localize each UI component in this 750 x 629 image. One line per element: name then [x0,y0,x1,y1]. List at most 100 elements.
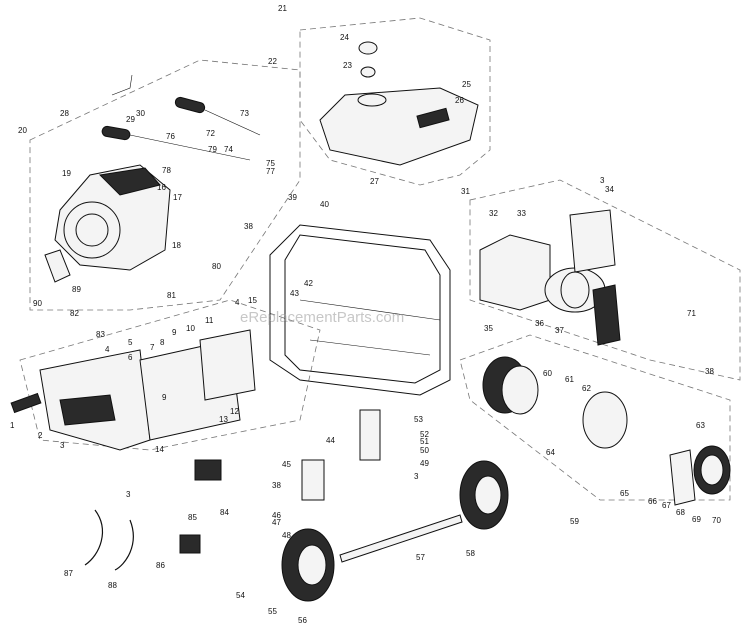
callout: 22 [268,57,277,66]
cables [84,509,201,571]
callout: 47 [272,518,281,527]
callout: 4 [105,345,110,354]
part-callouts: 1 2 3 3 3 3 4 4 5 6 7 8 9 9 10 11 12 13 … [10,4,721,625]
callout: 32 [489,209,498,218]
callout: 3 [126,490,131,499]
callout: 69 [692,515,701,524]
callout: 82 [70,309,79,318]
callout: 45 [282,460,291,469]
callout: 61 [565,375,574,384]
callout: 71 [687,309,696,318]
callout: 77 [266,167,275,176]
callout: 38 [705,367,714,376]
control-panel [10,329,256,481]
callout: 9 [172,328,177,337]
callout: 33 [517,209,526,218]
callout: 11 [205,316,214,325]
callout: 51 [420,437,429,446]
callout: 52 [420,430,429,439]
wheels [281,409,509,602]
callout: 20 [18,126,27,135]
callout: 31 [461,187,470,196]
callout: 42 [304,279,313,288]
callout: 53 [414,415,423,424]
callout: 62 [582,384,591,393]
callout: 8 [160,338,165,347]
callout: 44 [326,436,335,445]
callout: 40 [320,200,329,209]
callout: 50 [420,446,429,455]
callout: 3 [600,176,605,185]
callout: 56 [298,616,307,625]
callout: 67 [662,501,671,510]
watermark-text: eReplacementParts.com [240,309,404,326]
callout: 85 [188,513,197,522]
callout: 89 [72,285,81,294]
alternator [482,356,731,506]
callout: 63 [696,421,705,430]
fuel-tank [319,41,479,166]
callout: 21 [278,4,287,13]
callout: 3 [414,472,419,481]
callout: 75 [266,159,275,168]
muffler [479,209,621,346]
callout: 26 [455,96,464,105]
callout: 36 [535,319,544,328]
callout: 29 [126,115,135,124]
callout: 73 [240,109,249,118]
callout: 37 [555,326,564,335]
callout: 59 [570,517,579,526]
callout: 57 [416,553,425,562]
callout: 90 [33,299,42,308]
callout: 15 [248,296,257,305]
callout: 78 [162,166,171,175]
callout: 46 [272,511,281,520]
callout: 25 [462,80,471,89]
callout: 4 [235,298,240,307]
callout: 14 [155,445,164,454]
callout: 49 [420,459,429,468]
callout: 30 [136,109,145,118]
callout: 48 [282,531,291,540]
assembly-outlines [19,17,741,501]
callout: 68 [676,508,685,517]
callout: 24 [340,33,349,42]
callout: 9 [162,393,167,402]
callout: 6 [128,353,133,362]
callout: 5 [128,338,133,347]
callout: 54 [236,591,245,600]
frame [269,224,451,396]
callout: 38 [272,481,281,490]
handles [101,74,261,161]
callout: 12 [230,407,239,416]
callout: 55 [268,607,277,616]
callout: 76 [166,132,175,141]
callout: 66 [648,497,657,506]
callout: 79 [208,145,217,154]
callout: 7 [150,343,155,352]
callout: 72 [206,129,215,138]
callout: 88 [108,581,117,590]
callout: 43 [290,289,299,298]
callout: 39 [288,193,297,202]
callout: 2 [38,431,43,440]
engine [44,164,171,283]
callout: 83 [96,330,105,339]
callout: 23 [343,61,352,70]
callout: 27 [370,177,379,186]
callout: 80 [212,262,221,271]
callout: 81 [167,291,176,300]
callout: 84 [220,508,229,517]
callout: 28 [60,109,69,118]
callout: 64 [546,448,555,457]
callout: 38 [244,222,253,231]
callout: 58 [466,549,475,558]
callout: 18 [172,241,181,250]
callout: 34 [605,185,614,194]
callout: 70 [712,516,721,525]
callout: 74 [224,145,233,154]
callout: 35 [484,324,493,333]
callout: 13 [219,415,228,424]
callout: 86 [156,561,165,570]
